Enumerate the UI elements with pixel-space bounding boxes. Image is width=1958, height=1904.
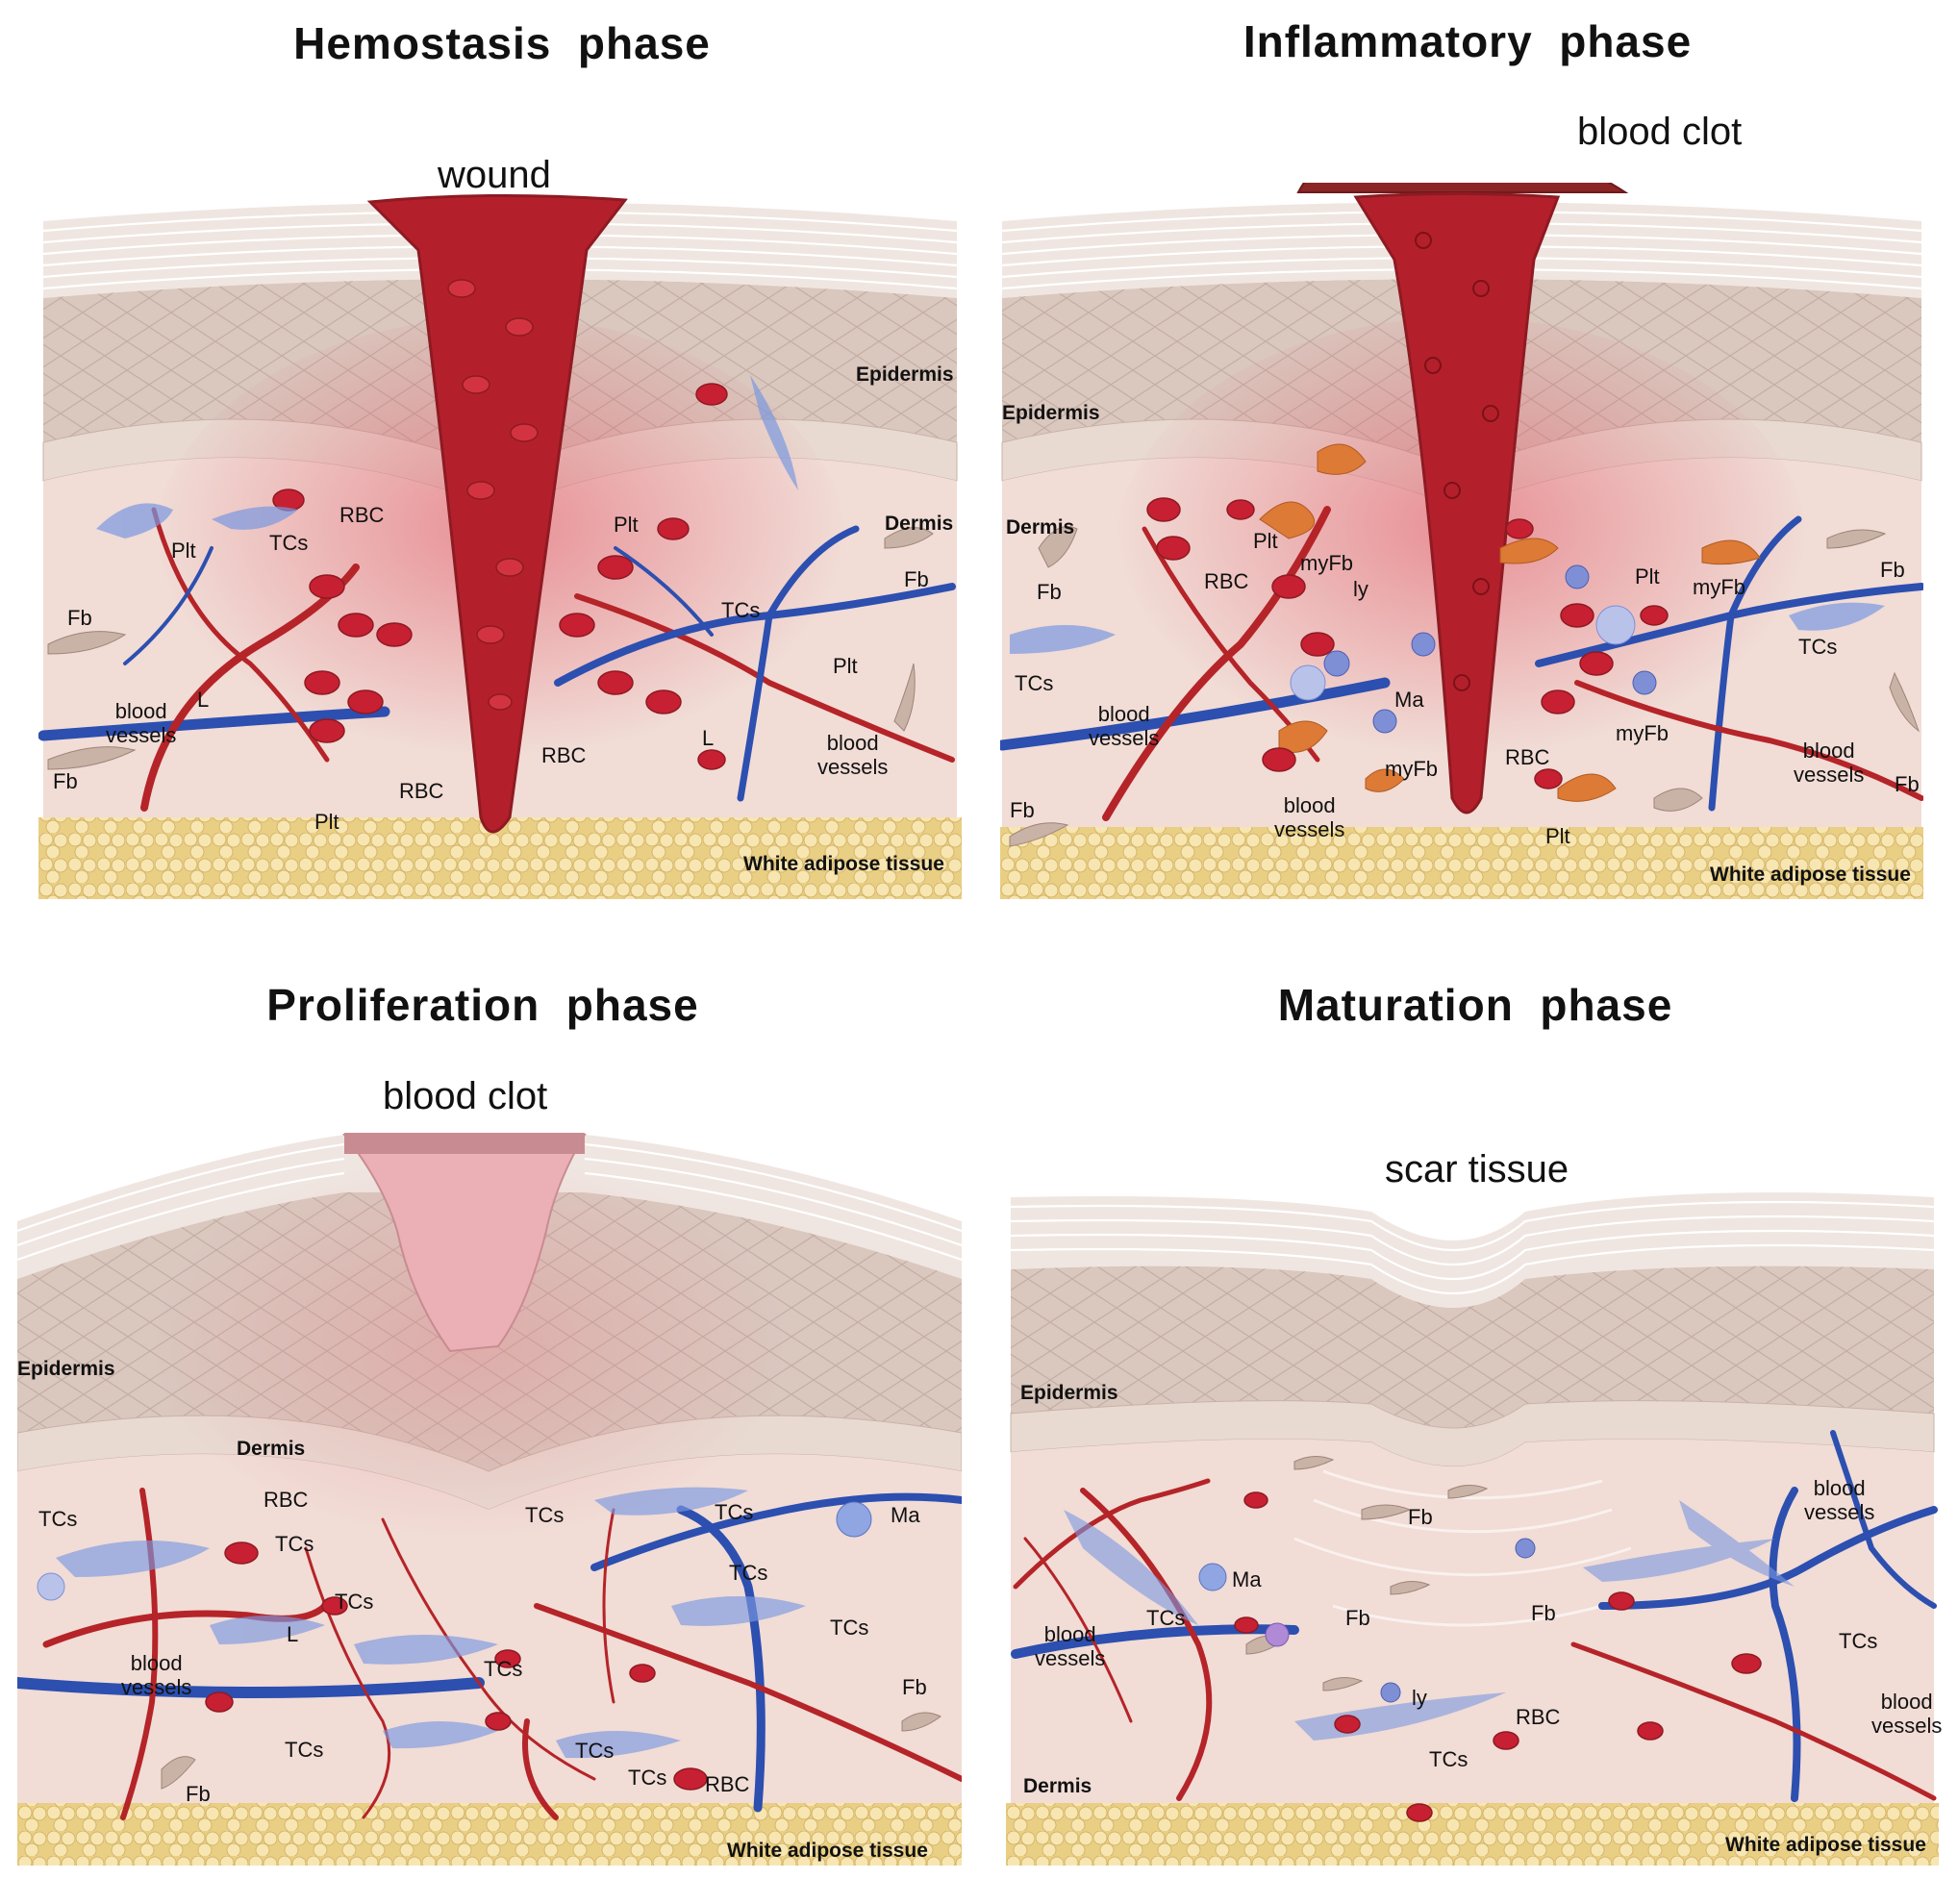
rbc-label-2: RBC: [705, 1772, 750, 1796]
tcs-label-3: TCs: [525, 1503, 565, 1527]
inflammatory-title: Inflammatory phase: [1243, 16, 1693, 66]
dermis-label: Dermis: [1023, 1775, 1092, 1797]
fb-label: Fb: [67, 606, 92, 630]
scar-tissue-label: scar tissue: [1385, 1148, 1569, 1190]
fb-label-3: Fb: [1531, 1601, 1556, 1625]
fb-label-2: Fb: [53, 769, 78, 793]
tcs-label-2: TCs: [1429, 1747, 1468, 1771]
blood-vessels-label-3: blood vessels: [1794, 739, 1865, 787]
l-label: L: [197, 688, 210, 712]
blood-vessels-label: blood vessels: [1035, 1622, 1106, 1670]
epidermis-label: Epidermis: [17, 1358, 115, 1380]
tcs-label-2: TCs: [275, 1532, 314, 1556]
blood-vessels-label-2: blood vessels: [817, 731, 889, 779]
rbc-label: RBC: [1516, 1705, 1561, 1729]
rbc-label: RBC: [264, 1488, 309, 1512]
adipose-label: White adipose tissue: [743, 853, 944, 875]
myfb-label-2: myFb: [1693, 575, 1745, 599]
tcs-label-7: TCs: [830, 1616, 869, 1640]
fb-label-3: Fb: [1895, 772, 1920, 796]
blood-vessels-label-2: blood vessels: [1804, 1476, 1875, 1524]
plt-label-3: Plt: [1545, 824, 1570, 848]
maturation-skin-illustration: [1006, 1192, 1939, 1866]
rbc-label: RBC: [1204, 569, 1249, 593]
tcs-label-1: TCs: [38, 1507, 78, 1531]
tcs-label: TCs: [1015, 671, 1054, 695]
ly-label: ly: [1353, 577, 1368, 601]
hemostasis-title: Hemostasis phase: [293, 18, 711, 68]
epidermis-label: Epidermis: [856, 363, 954, 386]
tcs-label-5: TCs: [335, 1590, 374, 1614]
tcs-label-8: TCs: [484, 1657, 523, 1681]
rbc-label-3: RBC: [541, 743, 587, 767]
dermis-label: Dermis: [885, 513, 954, 535]
tcs-label-11: TCs: [628, 1766, 667, 1790]
fb-label: Fb: [902, 1675, 927, 1699]
tcs-label-6: TCs: [729, 1561, 768, 1585]
blood-clot-label: blood clot: [383, 1075, 548, 1117]
blood-vessels-label: blood vessels: [1089, 702, 1160, 750]
fb-label: Fb: [1037, 580, 1062, 604]
wound-label: wound: [438, 154, 551, 196]
tcs-label: TCs: [1146, 1606, 1186, 1630]
plt-label: Plt: [171, 539, 196, 563]
hemostasis-skin-illustration: [38, 193, 962, 899]
blood-vessels-label: blood vessels: [121, 1651, 192, 1699]
tcs-label: TCs: [269, 531, 309, 555]
hemostasis-panel: wound Epidermis Dermis White adipose tis…: [38, 154, 962, 899]
plt-label-3: Plt: [833, 654, 858, 678]
blood-vessels-label-2: blood vessels: [1274, 793, 1345, 841]
maturation-title: Maturation phase: [1277, 980, 1673, 1030]
maturation-panel: scar tissue Epidermis Dermis White adipo…: [1006, 1106, 1943, 1866]
tcs-label-9: TCs: [285, 1738, 324, 1762]
tcs-label-10: TCs: [575, 1739, 615, 1763]
dermis-label: Dermis: [1006, 516, 1075, 539]
l-label-2: L: [702, 726, 715, 750]
plt-label-2: Plt: [1635, 564, 1660, 589]
proliferation-title: Proliferation phase: [266, 980, 699, 1030]
blood-clot-label: blood clot: [1577, 111, 1743, 153]
inflammatory-skin-illustration: [1000, 183, 1923, 899]
rbc-label: RBC: [339, 503, 385, 527]
epidermis-label: Epidermis: [1020, 1382, 1118, 1404]
adipose-label: White adipose tissue: [1725, 1834, 1926, 1856]
rbc-label-2: RBC: [1505, 745, 1550, 769]
fb-label-2: Fb: [1345, 1606, 1370, 1630]
blood-vessels-label: blood vessels: [106, 699, 177, 747]
ma-label: Ma: [1232, 1567, 1262, 1591]
plt-label: Plt: [1253, 529, 1278, 553]
fb-label: Fb: [1408, 1505, 1433, 1529]
blood-vessels-label-3: blood vessels: [1871, 1690, 1943, 1738]
proliferation-panel: blood clot Epidermis Dermis White adipos…: [17, 1075, 962, 1866]
myfb-label-4: myFb: [1616, 721, 1669, 745]
fb-label-2: Fb: [186, 1782, 211, 1806]
fb-label-3: Fb: [904, 567, 929, 591]
plt-label-2: Plt: [614, 513, 639, 537]
tcs-label-4: TCs: [715, 1500, 754, 1524]
plt-label-4: Plt: [314, 810, 339, 834]
proliferation-skin-illustration: [17, 1133, 962, 1866]
adipose-label: White adipose tissue: [1710, 864, 1911, 886]
rbc-label-2: RBC: [399, 779, 444, 803]
tcs-label-2: TCs: [721, 598, 761, 622]
l-label: L: [287, 1622, 299, 1646]
epidermis-label: Epidermis: [1002, 402, 1100, 424]
ly-label: ly: [1412, 1686, 1427, 1710]
fb-label-4: Fb: [1010, 798, 1035, 822]
ma-label: Ma: [1394, 688, 1424, 712]
tcs-label-2: TCs: [1798, 635, 1838, 659]
tcs-label-3: TCs: [1839, 1629, 1878, 1653]
fb-label-2: Fb: [1880, 558, 1905, 582]
dermis-label: Dermis: [237, 1438, 306, 1460]
inflammatory-panel: blood clot Epidermis Dermis White adipos…: [1000, 111, 1923, 899]
myfb-label-3: myFb: [1385, 757, 1438, 781]
adipose-label: White adipose tissue: [727, 1840, 928, 1862]
ma-label: Ma: [891, 1503, 920, 1527]
myfb-label: myFb: [1300, 551, 1353, 575]
